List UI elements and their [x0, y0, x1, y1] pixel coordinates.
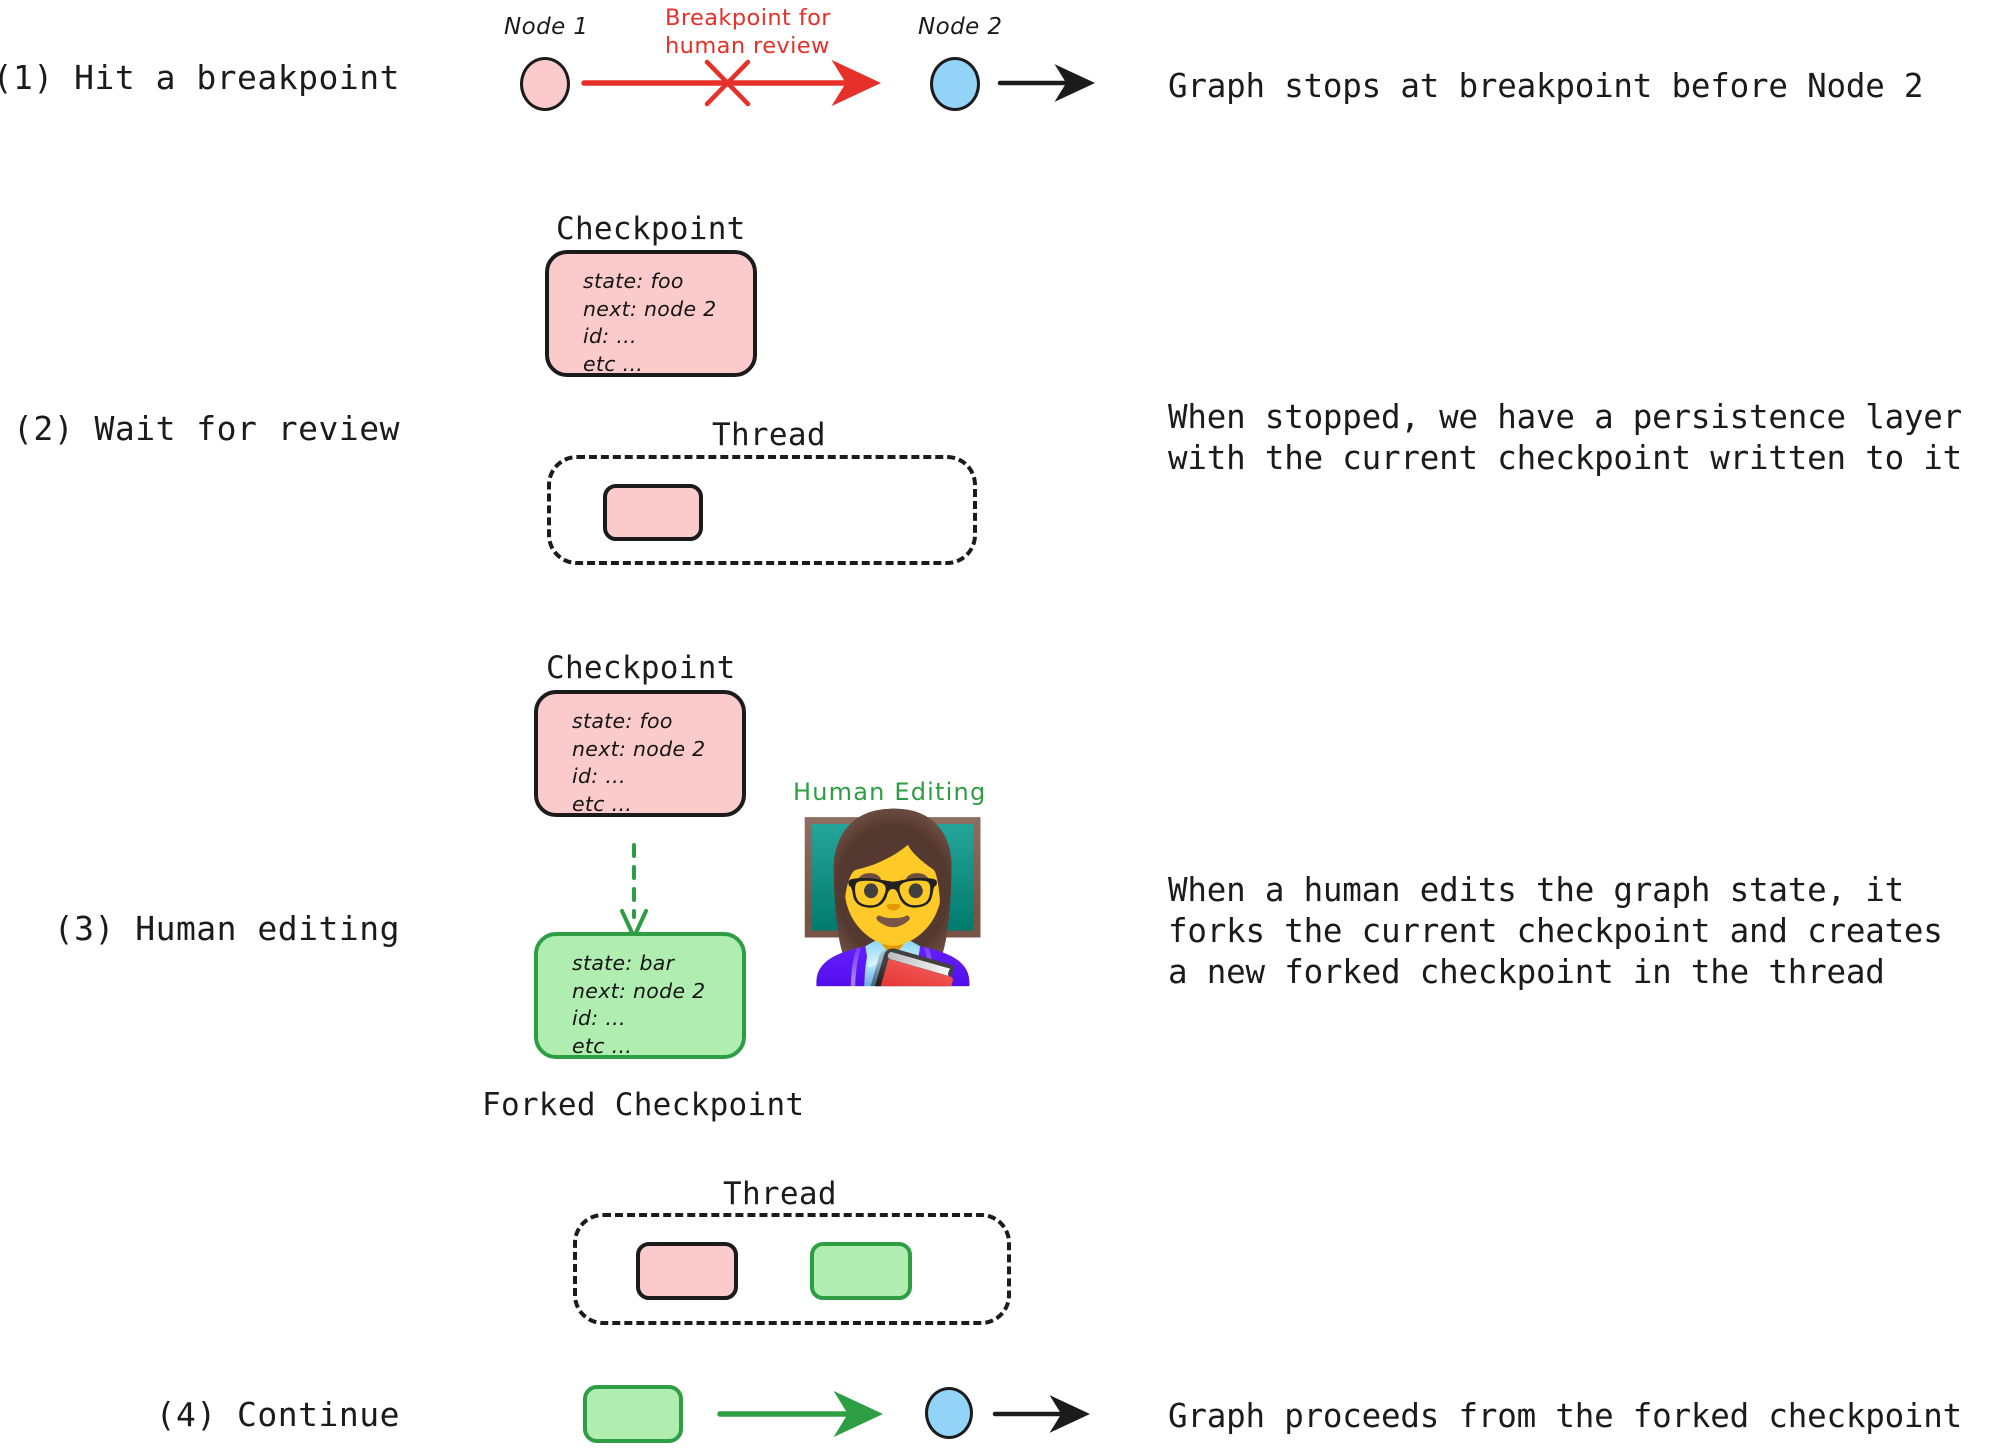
- node-2-circle: [930, 57, 980, 111]
- resume-edge-arrow: [717, 1390, 883, 1438]
- checkpoint-caption-row2: Checkpoint: [556, 211, 746, 247]
- node2-label: Node 2: [918, 14, 1003, 40]
- breakpoint-x-icon: [704, 59, 751, 107]
- step-description-1: Graph stops at breakpoint before Node 2: [1168, 67, 1924, 105]
- thread-container-row2: [547, 455, 977, 565]
- thread-container-row4: [573, 1213, 1011, 1325]
- checkpoint-box-row3: state: foo next: node 2 id: ... etc ...: [534, 690, 746, 817]
- node1-label: Node 1: [504, 14, 589, 40]
- step-label-1: (1) Hit a breakpoint: [0, 58, 400, 97]
- step-label-2: (2) Wait for review: [13, 409, 400, 448]
- step-description-3: When a human edits the graph state, it f…: [1168, 871, 1943, 991]
- thread-chip-original-checkpoint: [636, 1242, 738, 1300]
- forked-checkpoint-box: state: bar next: node 2 id: ... etc ...: [534, 932, 746, 1059]
- forked-checkpoint-body: state: bar next: node 2 id: ... etc ...: [572, 951, 706, 1058]
- step-label-4: (4) Continue: [155, 1395, 400, 1434]
- continue-edge-arrow-row4: [992, 1395, 1090, 1433]
- step-label-3: (3) Human editing: [53, 909, 400, 948]
- forked-checkpoint-caption: Forked Checkpoint: [482, 1087, 805, 1123]
- thread-chip-forked-checkpoint: [810, 1242, 912, 1300]
- step-description-4: Graph proceeds from the forked checkpoin…: [1168, 1397, 1963, 1435]
- checkpoint-caption-row3: Checkpoint: [546, 650, 736, 686]
- step-description-2: When stopped, we have a persistence laye…: [1168, 398, 1963, 477]
- continue-edge-arrow-row1: [997, 64, 1095, 102]
- human-teacher-avatar-icon: 👩‍🏫: [793, 804, 993, 991]
- thread-caption-row2: Thread: [712, 417, 826, 453]
- checkpoint-body-row3: state: foo next: node 2 id: ... etc ...: [572, 709, 706, 816]
- next-node-circle: [925, 1387, 973, 1439]
- node-1-circle: [520, 57, 570, 111]
- human-editing-label: Human Editing: [793, 778, 987, 806]
- checkpoint-box-row2: state: foo next: node 2 id: ... etc ...: [545, 250, 757, 377]
- forked-checkpoint-node: [583, 1385, 683, 1443]
- checkpoint-body-row2: state: foo next: node 2 id: ... etc ...: [583, 269, 717, 376]
- blocked-edge-arrow: [581, 59, 881, 107]
- fork-arrow-dashed: [620, 843, 648, 939]
- thread-caption-row4: Thread: [723, 1176, 837, 1212]
- breakpoint-annotation: Breakpoint for human review: [665, 5, 831, 59]
- thread-chip-checkpoint-row2: [603, 484, 703, 541]
